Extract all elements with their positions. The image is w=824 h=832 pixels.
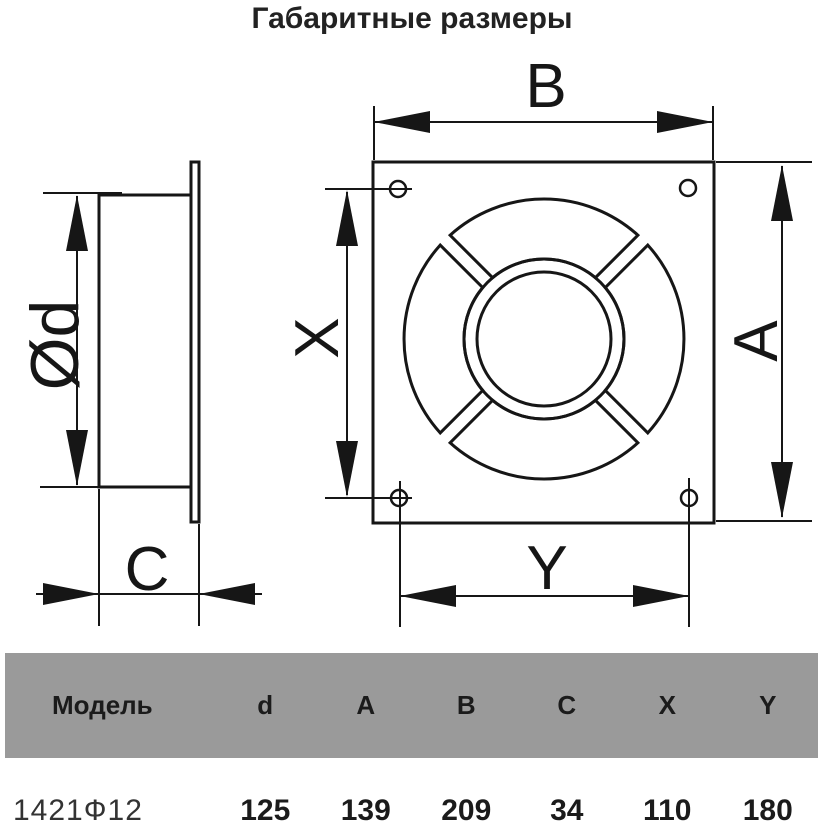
hub-outer-circle	[462, 257, 626, 421]
page-title: Габаритные размеры	[251, 2, 573, 35]
c-value: 34	[550, 794, 584, 827]
column-header-a: A	[356, 690, 376, 720]
height-label: A	[722, 320, 791, 362]
depth-label: C	[125, 535, 170, 604]
tube-outline	[97, 193, 193, 489]
flange-outline	[189, 160, 201, 524]
d-value: 125	[240, 794, 291, 827]
y-value: 180	[742, 794, 793, 827]
hole-spacing-horizontal-dimension: Y	[399, 478, 690, 627]
mounting-plate-outline	[371, 160, 716, 525]
arrow-down-icon	[336, 441, 358, 497]
width-label: B	[525, 52, 566, 121]
column-header-x: X	[658, 690, 676, 720]
model-value: 1421Ф12	[13, 794, 143, 827]
spec-table-header-row: Модель d A B C X Y	[5, 653, 818, 758]
dimension-drawing: Ød C	[17, 52, 812, 627]
arrow-down-icon	[66, 430, 88, 486]
a-value: 139	[340, 794, 391, 827]
arrow-down-icon	[771, 462, 793, 518]
spec-table-data-row: 1421Ф12 125 139 209 34 110 180	[5, 758, 818, 830]
front-view: B A X	[283, 52, 812, 627]
b-value: 209	[441, 794, 492, 827]
y-label: Y	[526, 534, 567, 603]
width-dimension: B	[373, 52, 714, 160]
screw-hole-top-right	[678, 178, 698, 198]
arrow-up-icon	[771, 165, 793, 221]
height-dimension: A	[716, 161, 812, 522]
diameter-dimension: Ød	[17, 195, 93, 486]
column-header-b: B	[456, 690, 476, 720]
column-header-d: d	[257, 690, 274, 720]
arrow-up-icon	[336, 190, 358, 246]
x-value: 110	[643, 794, 692, 827]
side-view: Ød C	[17, 160, 262, 626]
arrow-left-icon	[400, 585, 456, 607]
x-label: X	[283, 317, 352, 358]
arrow-left-icon	[199, 583, 255, 605]
arrow-left-icon	[374, 111, 430, 133]
arrow-right-icon	[633, 585, 689, 607]
column-header-model: Модель	[52, 690, 153, 720]
depth-dimension: C	[36, 489, 262, 626]
hole-spacing-vertical-dimension: X	[283, 188, 412, 499]
hub-inner-circle	[475, 270, 613, 408]
arrow-right-icon	[657, 111, 713, 133]
column-header-c: C	[557, 690, 577, 720]
column-header-y: Y	[759, 690, 777, 720]
arrow-right-icon	[43, 583, 99, 605]
diameter-label: Ød	[17, 300, 93, 391]
arrow-up-icon	[66, 195, 88, 251]
